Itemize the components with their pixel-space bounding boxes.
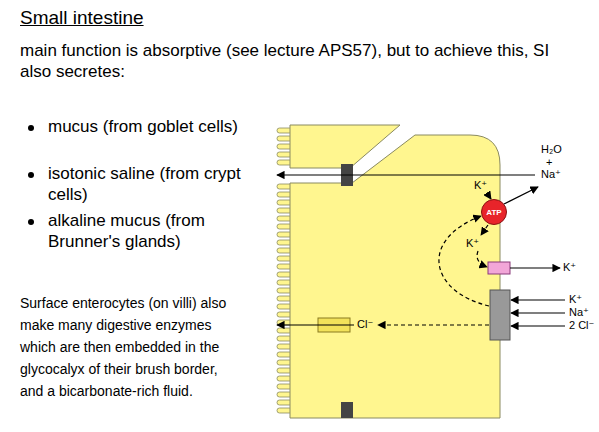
k-in-arrow bbox=[487, 193, 491, 199]
bullet-dot bbox=[28, 219, 34, 225]
cl-secretion-arrow bbox=[277, 324, 354, 325]
k-in-arrow bbox=[511, 299, 565, 300]
ion-label: + bbox=[546, 156, 552, 169]
slide-title: Small intestine bbox=[20, 6, 144, 30]
k-channel bbox=[488, 262, 510, 274]
cl-dashed-arrow bbox=[378, 324, 489, 325]
na-out-arrow bbox=[504, 187, 538, 204]
bullet-text: isotonic saline (from crypt cells) bbox=[48, 163, 248, 206]
k-dashed-arrow bbox=[477, 251, 487, 267]
tight-junction bbox=[341, 402, 353, 418]
na-in-arrow bbox=[511, 312, 565, 313]
bullet-text: alkaline mucus (from Brunner's glands) bbox=[48, 210, 248, 253]
dashed-arrows bbox=[378, 216, 489, 325]
ion-label: Na⁺ bbox=[541, 168, 561, 181]
ion-label: Na⁺ bbox=[569, 306, 589, 319]
ion-label: H₂O bbox=[541, 143, 562, 156]
bullet-dot bbox=[28, 172, 34, 178]
ion-label: K⁺ bbox=[569, 293, 582, 306]
ion-label: K⁺ bbox=[466, 237, 479, 250]
bullets bbox=[28, 125, 34, 225]
pump-label: ATP bbox=[486, 208, 501, 217]
bullet-dot bbox=[28, 125, 34, 131]
intro-text: main function is absorptive (see lecture… bbox=[20, 40, 560, 83]
k-out-arrow bbox=[510, 267, 560, 268]
crypt-cell bbox=[290, 135, 500, 418]
cl-in-arrow bbox=[511, 325, 565, 326]
nkcc-cotransporter bbox=[490, 290, 510, 340]
bullet-text: mucus (from goblet cells) bbox=[48, 116, 248, 137]
k-dashed-arrow bbox=[481, 225, 488, 235]
ion-label: 2 Cl⁻ bbox=[569, 319, 594, 332]
note-text: Surface enterocytes (on villi) also make… bbox=[20, 292, 230, 402]
ion-label: K⁺ bbox=[474, 179, 487, 192]
ion-label: K⁺ bbox=[563, 261, 576, 274]
k-recycle-arrow bbox=[439, 216, 489, 306]
flux-arrows bbox=[277, 175, 565, 326]
water-flux-arrow bbox=[277, 174, 535, 175]
ion-label: Cl⁻ bbox=[357, 318, 373, 331]
atp-pump: ATP bbox=[481, 199, 507, 225]
